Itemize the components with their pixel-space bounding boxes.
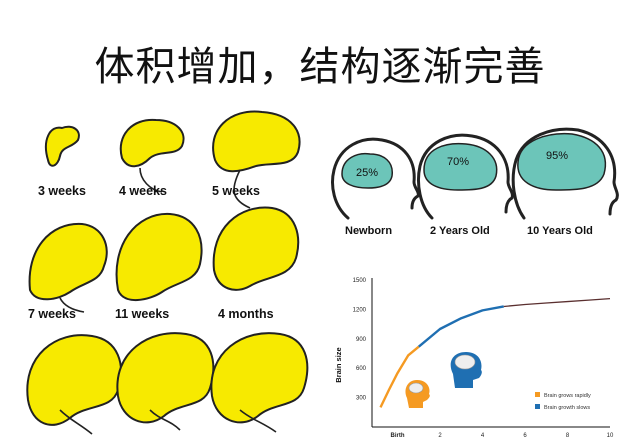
fetus-brain-1: [26, 334, 122, 426]
embryo-5-weeks: [212, 110, 301, 173]
percent-newborn: 25%: [356, 167, 379, 179]
head-silhouettes: [331, 127, 619, 220]
y-axis-label: Brain size: [334, 347, 343, 382]
fetus-4-months: [212, 206, 300, 291]
embryo-3-weeks: [44, 125, 80, 167]
stage-label: 5 weeks: [212, 184, 260, 198]
legend-label-rapid: Brain grows rapidly: [544, 393, 591, 399]
head-label-10yo: 10 Years Old: [527, 225, 593, 237]
legend-swatch-slow: [535, 404, 540, 409]
head-outline-newborn: [331, 137, 420, 220]
percent-2yo: 70%: [447, 156, 470, 168]
stage-label: 11 weeks: [115, 307, 170, 321]
x-tick-label: 8: [566, 433, 570, 439]
embryo-brain-illustration: [26, 110, 309, 435]
head-outline-2yo: [417, 133, 514, 220]
embryo-4-weeks: [119, 118, 185, 168]
head-label-2yo: 2 Years Old: [430, 225, 490, 237]
head-label-newborn: Newborn: [345, 225, 393, 237]
page-title: 体积增加，结构逐渐完善: [94, 44, 546, 90]
y-tick-label: 300: [356, 396, 367, 402]
series-line-2: [503, 297, 611, 308]
head-icon-small: [405, 380, 430, 408]
stage-label: 7 weeks: [28, 307, 76, 321]
x-tick-label: 4: [481, 433, 485, 439]
fetus-brain-2: [116, 332, 215, 424]
fetus-brain-3: [210, 332, 309, 424]
head-outline-10yo: [511, 127, 619, 220]
series-line-0: [379, 345, 420, 408]
embryo-7-weeks: [28, 222, 108, 301]
embryo-11-weeks: [115, 212, 203, 301]
x-tick-label: 2: [438, 433, 442, 439]
x-tick-label: 6: [523, 433, 527, 439]
brain-10yo: [517, 132, 607, 191]
stage-label: 4 months: [218, 307, 274, 321]
y-tick-label: 1200: [353, 307, 367, 313]
brain-2yo: [423, 142, 498, 191]
stage-label: 3 weeks: [38, 184, 86, 198]
series-line-1: [417, 305, 504, 348]
legend-label-slow: Brain growth slows: [544, 405, 590, 411]
head-icon-large: [450, 352, 482, 388]
y-tick-label: 600: [356, 366, 367, 372]
brain-newborn: [341, 152, 393, 189]
stage-label: 4 weeks: [119, 184, 167, 198]
x-tick-label: 10: [607, 433, 614, 439]
chart-legend: Brain grows rapidly Brain growth slows: [535, 392, 591, 411]
y-tick-label: 900: [356, 337, 367, 343]
x-tick-label: Birth: [391, 433, 405, 439]
y-tick-label: 1500: [353, 278, 367, 284]
brain-growth-chart: Brain size 1500 1200 900 600 300 Birth 2 4 6 8 10…: [334, 278, 614, 439]
percent-10yo: 95%: [546, 150, 569, 162]
legend-swatch-rapid: [535, 392, 540, 397]
